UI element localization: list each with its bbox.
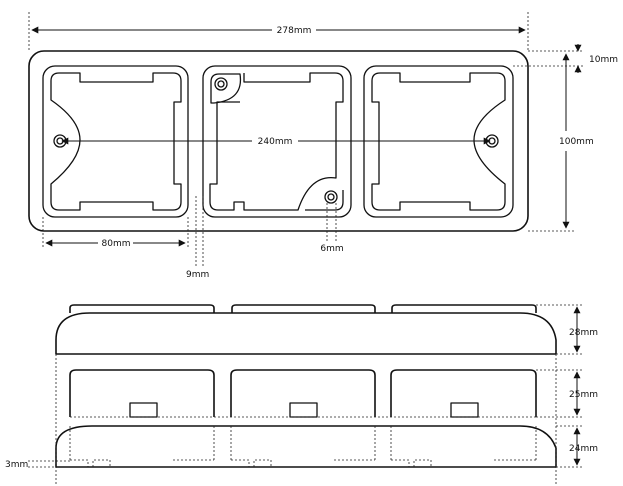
dim-bottom-depth-label: 24mm bbox=[569, 444, 598, 454]
front-view: 278mm 240mm 10mm 100mm 80mm 9mm 6mm bbox=[28, 12, 618, 280]
top-cover-tab-left bbox=[69, 304, 215, 313]
top-cover-tab-right bbox=[391, 304, 537, 313]
box-right-inner bbox=[371, 72, 506, 211]
box-middle-body bbox=[209, 72, 344, 211]
knockout-right bbox=[450, 402, 479, 418]
knockout-center bbox=[289, 402, 318, 418]
dim-height-label: 100mm bbox=[559, 137, 594, 147]
mounting-hole-inner-icon bbox=[217, 80, 225, 88]
outer-frame bbox=[28, 50, 529, 232]
dim-top-depth-label: 28mm bbox=[569, 328, 598, 338]
box-middle-br-corner bbox=[305, 190, 344, 211]
dim-gap-label: 9mm bbox=[186, 270, 209, 280]
top-cover-tab-middle bbox=[231, 304, 376, 313]
top-cover bbox=[55, 312, 557, 355]
middle-box-left bbox=[69, 369, 215, 417]
middle-box-center bbox=[230, 369, 376, 417]
mounting-hole-inner-icon bbox=[327, 193, 335, 201]
side-view: 28mm 25mm 24mm 3mm bbox=[5, 304, 598, 484]
dim-hole-label: 6mm bbox=[320, 244, 343, 254]
bottom-base bbox=[55, 425, 557, 468]
mounting-hole-icon bbox=[214, 77, 228, 91]
dim-total-width-label: 278mm bbox=[277, 26, 312, 36]
knockout-left bbox=[129, 402, 158, 418]
dim-box-width-label: 80mm bbox=[102, 239, 131, 249]
dim-rim-label: 10mm bbox=[589, 55, 618, 65]
middle-box-right bbox=[390, 369, 537, 417]
dim-hole-spacing-label: 240mm bbox=[258, 137, 293, 147]
box-left-inner bbox=[50, 72, 182, 211]
dim-base-thickness-label: 3mm bbox=[5, 460, 28, 470]
dim-middle-depth-label: 25mm bbox=[569, 390, 598, 400]
mounting-hole-icon bbox=[324, 190, 338, 204]
